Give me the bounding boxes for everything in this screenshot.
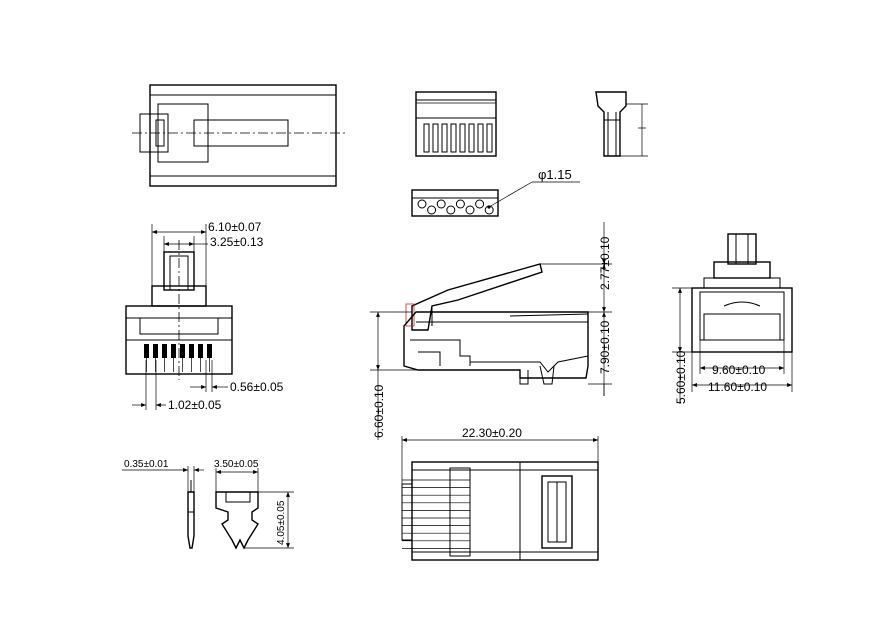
hole-diameter-label: φ1.15 [538,167,572,182]
dim-6.10: 6.10±0.07 [208,220,262,234]
contact-pin [171,344,176,358]
dim-11.60: 11.60±0.10 [708,380,767,394]
contact-pin [144,344,149,358]
wire-hole [417,199,427,209]
dim-0.35: 0.35±0.01 [124,459,169,470]
dim-3.50: 3.50±0.05 [214,459,259,470]
contact-pin [198,344,203,358]
contact-pin [189,344,194,358]
hole-strip-view: φ1.15 [411,167,580,217]
contact-slot [486,123,493,153]
contact-pin [207,344,212,358]
dim-0.56: 0.56±0.05 [230,380,284,394]
dim-9.60: 9.60±0.10 [712,363,766,377]
dim-1.02: 1.02±0.05 [168,398,222,412]
contact-slot [423,123,430,153]
contact-slot [459,123,466,153]
wire-hole [427,205,437,215]
wire-hole [455,199,465,209]
dim-2.77: 2.77±0.10 [598,236,612,290]
dim-7.90: 7.90±0.10 [598,320,612,374]
blade-detail: 0.35±0.01 3.50±0.05 4.05±0.05 [122,459,294,550]
contact-slot [441,123,448,153]
front-view: 6.10±0.07 3.25±0.13 0.56±0.05 1.02±0.05 [125,220,284,412]
dim-5.60: 5.60±0.10 [674,350,688,404]
contact-slot [477,123,484,153]
dim-22.30: 22.30±0.20 [462,426,522,440]
bottom-view: 22.30±0.20 [401,426,599,561]
rear-view: 9.60±0.10 11.60±0.10 5.60±0.10 [672,233,793,404]
wire-hole [475,199,485,209]
side-profile-small [595,91,648,157]
contact-pin [153,344,158,358]
side-view: 2.77±0.10 7.90±0.10 6.60±0.10 [370,222,612,440]
wire-hole [436,199,446,209]
contact-block-view [415,91,497,157]
contact-slot [468,123,475,153]
wire-hole [446,205,456,215]
top-view [132,84,346,187]
dim-4.05: 4.05±0.05 [276,500,287,545]
wire-hole [465,205,475,215]
contact-slot [432,123,439,153]
contact-pin [180,344,185,358]
contact-slot [450,123,457,153]
contact-pin [162,344,167,358]
dim-3.25: 3.25±0.13 [210,235,264,249]
dim-6.60: 6.60±0.10 [372,384,386,438]
